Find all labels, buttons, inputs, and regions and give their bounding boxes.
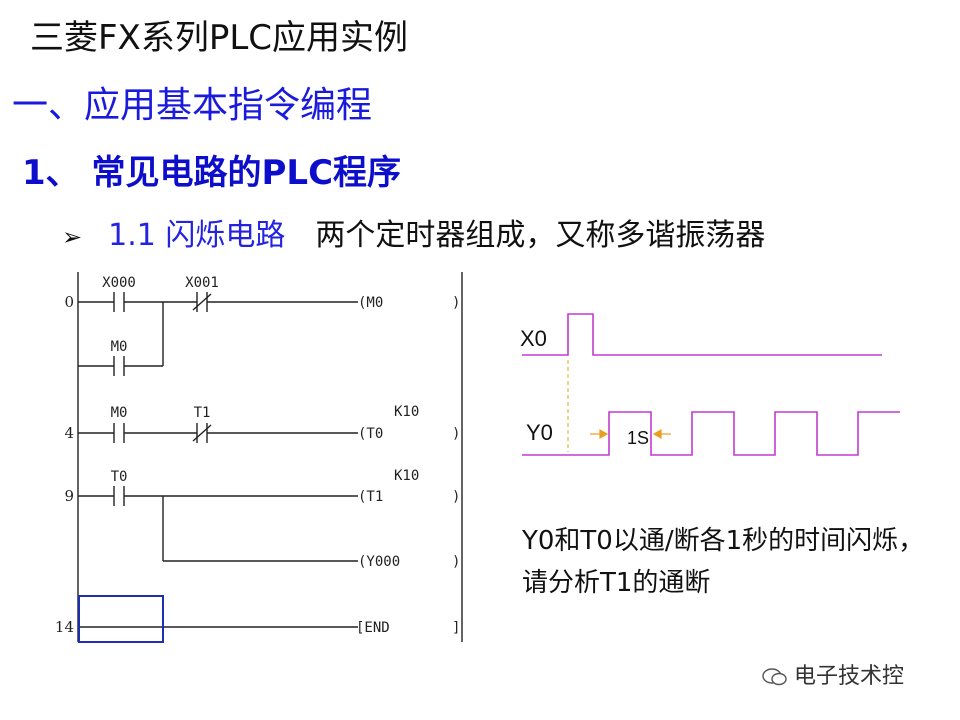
contact-label: X001 xyxy=(185,275,219,291)
rung-9 xyxy=(78,486,358,562)
selection-box xyxy=(78,595,164,643)
signal-label-y0: Y0 xyxy=(526,420,553,445)
y0-waveform xyxy=(522,411,900,456)
contact-label: X000 xyxy=(102,275,136,291)
page-title: 三菱FX系列PLC应用实例 xyxy=(30,18,409,58)
subsection-description: 两个定时器组成，又称多谐振荡器 xyxy=(315,218,766,253)
x0-waveform xyxy=(522,313,882,356)
coil-end: ) xyxy=(452,295,460,311)
contact-label: T0 xyxy=(111,469,128,485)
bullet-arrow-icon: ➢ xyxy=(62,223,83,251)
arrow-left-icon xyxy=(652,428,662,440)
duration-label: 1S xyxy=(627,428,649,448)
subsection-title: 1.1 闪烁电路 xyxy=(108,218,286,253)
end-instruction: [END xyxy=(356,620,390,636)
rung-0 xyxy=(78,292,358,376)
wechat-icon xyxy=(762,667,788,687)
timer-constant: K10 xyxy=(394,468,419,484)
coil-m0: (M0 xyxy=(358,295,383,311)
bullet-row: ➢ 1.1 闪烁电路两个定时器组成，又称多谐振荡器 xyxy=(62,210,765,254)
timer-constant: K10 xyxy=(394,404,419,420)
watermark: 电子技术控 xyxy=(762,658,904,690)
arrow-right-icon xyxy=(599,428,609,440)
contact-label: M0 xyxy=(111,339,128,355)
explanation-text: Y0和T0以通/断各1秒的时间闪烁，请分析T1的通断 xyxy=(522,526,925,598)
coil-t0: (T0 xyxy=(358,426,383,442)
end-bracket: ] xyxy=(452,620,460,636)
signal-label-x0: X0 xyxy=(520,326,547,351)
contact-label: M0 xyxy=(111,405,128,421)
step-number: 9 xyxy=(64,487,74,505)
step-number: 14 xyxy=(55,618,74,636)
contact-label: T1 xyxy=(194,405,211,421)
coil-y000: (Y000 xyxy=(358,554,400,570)
rung-4 xyxy=(78,423,358,443)
step-number: 4 xyxy=(64,424,74,442)
heading-subsection: 1、 常见电路的PLC程序 xyxy=(22,153,402,193)
coil-t1: (T1 xyxy=(358,489,383,505)
step-number: 0 xyxy=(64,293,74,311)
coil-end: ) xyxy=(452,489,460,505)
watermark-text: 电子技术控 xyxy=(794,664,905,689)
heading-section: 一、应用基本指令编程 xyxy=(12,85,373,126)
coil-end: ) xyxy=(452,426,460,442)
coil-end: ) xyxy=(452,554,460,570)
